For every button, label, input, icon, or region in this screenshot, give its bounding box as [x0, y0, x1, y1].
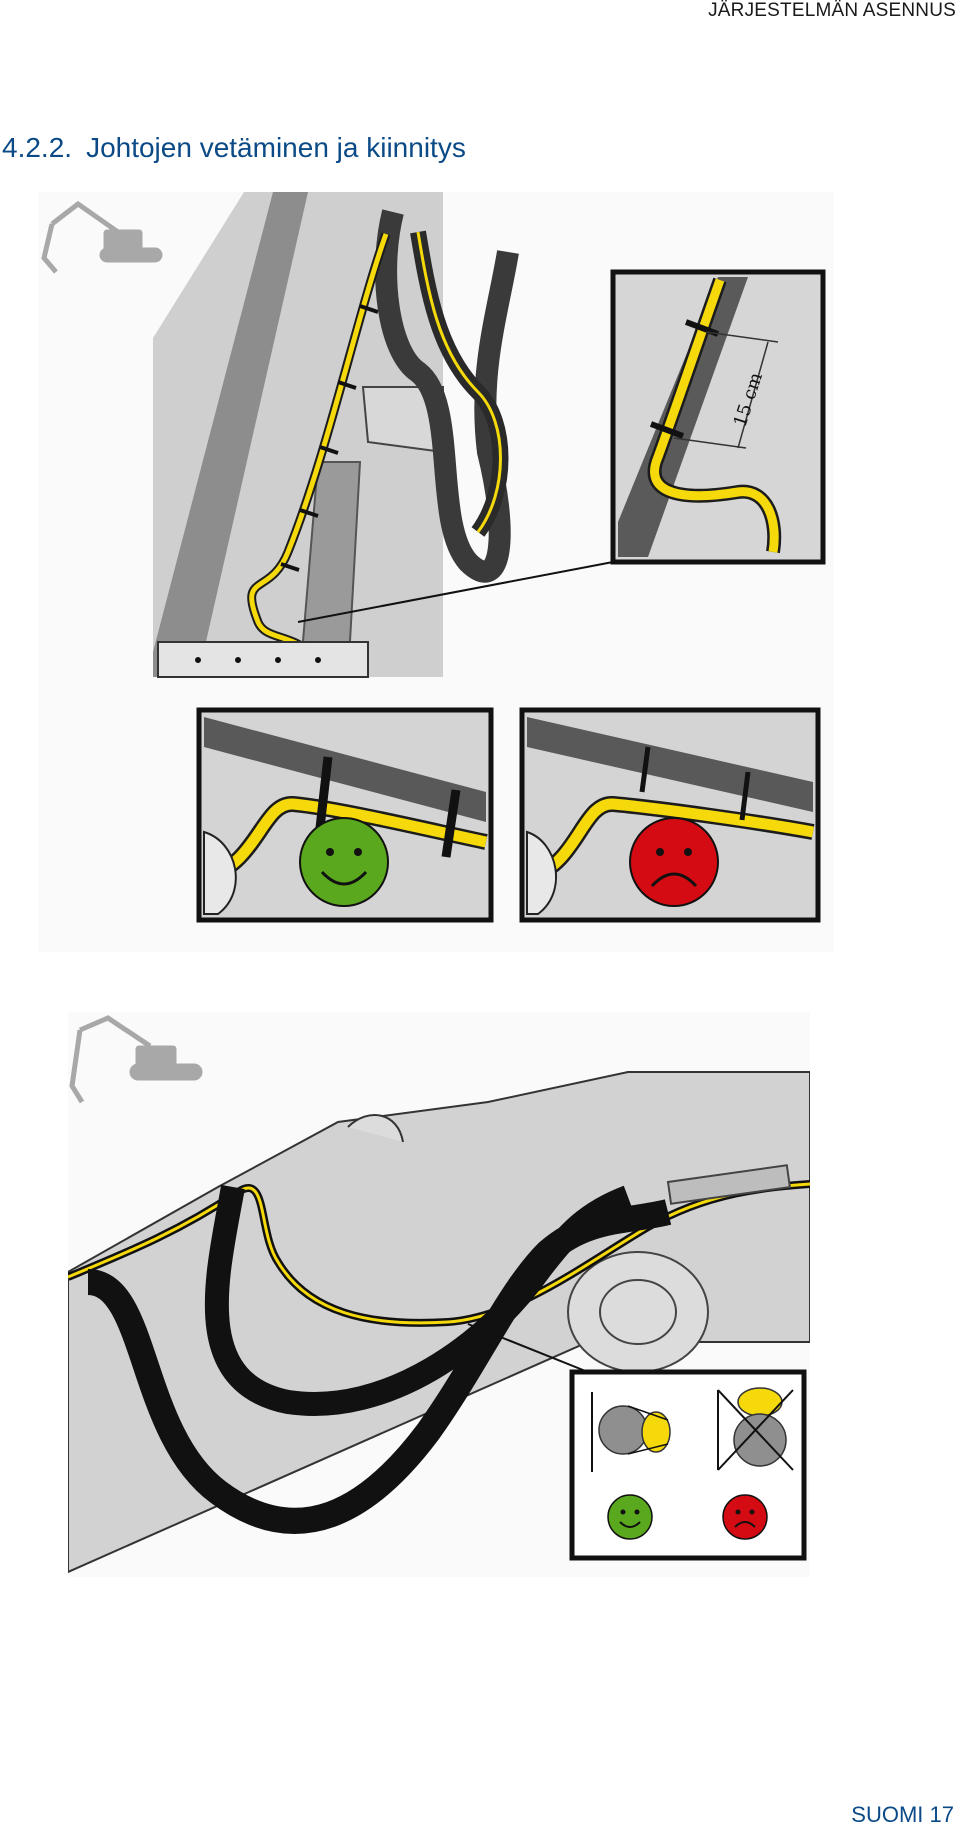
figure-boom-cable-routing: 15 cm: [38, 192, 834, 952]
section-title: 4.2.2. Johtojen vetäminen ja kiinnitys: [2, 132, 466, 164]
smiley-happy-icon: [607, 1494, 653, 1540]
smiley-happy-icon: [299, 817, 389, 907]
page-footer: SUOMI 17: [851, 1802, 954, 1827]
correct-orientation: [591, 1392, 671, 1540]
detail-inset-15cm: 15 cm: [610, 269, 826, 565]
section-number: 4.2.2.: [2, 132, 73, 163]
incorrect-orientation: [717, 1387, 794, 1540]
orientation-inset: [569, 1369, 807, 1561]
tie-comparison: [196, 707, 821, 923]
smiley-sad-icon: [629, 817, 719, 907]
section-title-text: Johtojen vetäminen ja kiinnitys: [86, 132, 466, 163]
excavator-icon: [41, 200, 163, 274]
smiley-sad-icon: [722, 1494, 768, 1540]
correct-tie-panel: [196, 707, 494, 923]
figure-1-illustration: 15 cm: [38, 192, 834, 952]
excavator-icon: [69, 1015, 203, 1104]
incorrect-tie-panel: [519, 707, 821, 923]
boom-scene: [153, 192, 614, 678]
running-header: JÄRJESTELMÄN ASENNUS: [708, 0, 956, 21]
figure-arm-hose-routing: [66, 1012, 811, 1577]
figure-2-illustration: [66, 1012, 811, 1577]
arm-scene: [66, 1071, 811, 1574]
